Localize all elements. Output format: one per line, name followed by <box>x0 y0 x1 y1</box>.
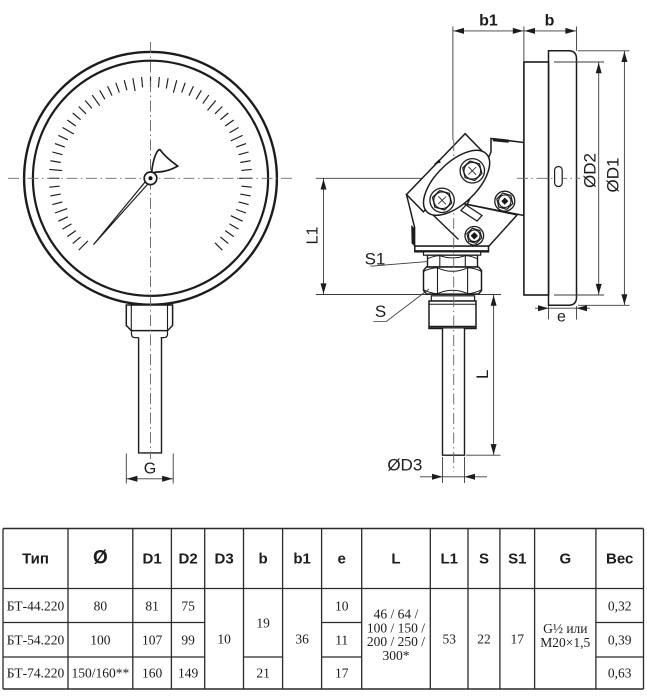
svg-text:S: S <box>375 302 386 321</box>
svg-text:b1: b1 <box>293 551 311 568</box>
svg-text:107: 107 <box>142 632 163 647</box>
svg-text:G: G <box>144 461 156 478</box>
svg-text:19: 19 <box>256 615 270 630</box>
svg-text:46 / 64 /: 46 / 64 / <box>374 607 419 622</box>
svg-text:22: 22 <box>477 631 491 646</box>
svg-text:ØD2: ØD2 <box>581 153 600 188</box>
svg-text:S1: S1 <box>508 551 526 568</box>
svg-text:10: 10 <box>217 631 231 646</box>
svg-text:БТ-54.220: БТ-54.220 <box>7 632 65 647</box>
svg-text:e: e <box>557 309 566 326</box>
svg-text:b: b <box>259 551 268 568</box>
svg-text:36: 36 <box>295 631 309 646</box>
svg-text:Тип: Тип <box>22 551 49 568</box>
svg-text:21: 21 <box>256 666 270 681</box>
svg-text:e: e <box>338 551 346 568</box>
svg-text:ØD3: ØD3 <box>387 455 422 474</box>
svg-text:S1: S1 <box>365 249 386 268</box>
svg-text:D3: D3 <box>215 551 234 568</box>
svg-text:75: 75 <box>181 599 195 614</box>
svg-text:М20×1,5: М20×1,5 <box>540 635 590 650</box>
svg-text:11: 11 <box>335 632 348 647</box>
svg-text:L: L <box>391 551 400 568</box>
svg-text:149: 149 <box>178 666 199 681</box>
svg-text:80: 80 <box>94 599 108 614</box>
svg-text:99: 99 <box>181 632 195 647</box>
svg-text:53: 53 <box>442 631 456 646</box>
svg-text:300*: 300* <box>383 648 410 663</box>
svg-text:81: 81 <box>145 599 159 614</box>
svg-text:100 / 150 /: 100 / 150 / <box>367 620 425 635</box>
svg-text:0,39: 0,39 <box>608 632 632 647</box>
svg-text:b: b <box>545 12 555 29</box>
svg-text:150/160**: 150/160** <box>72 666 130 681</box>
svg-text:G: G <box>559 551 571 568</box>
svg-text:D1: D1 <box>143 551 162 568</box>
svg-text:0,63: 0,63 <box>608 666 632 681</box>
svg-text:200 / 250 /: 200 / 250 / <box>367 634 425 649</box>
svg-text:160: 160 <box>142 666 163 681</box>
svg-text:17: 17 <box>511 631 525 646</box>
svg-text:Вес: Вес <box>606 551 633 568</box>
svg-text:Ø: Ø <box>93 548 108 569</box>
svg-text:100: 100 <box>90 632 111 647</box>
svg-text:0,32: 0,32 <box>608 599 632 614</box>
svg-text:b1: b1 <box>479 12 498 29</box>
svg-text:D2: D2 <box>179 551 198 568</box>
svg-text:L1: L1 <box>305 227 322 245</box>
svg-text:10: 10 <box>335 599 349 614</box>
svg-text:S: S <box>479 551 489 568</box>
svg-text:G½ или: G½ или <box>543 621 587 636</box>
svg-text:ØD1: ØD1 <box>604 158 623 193</box>
svg-text:БТ-44.220: БТ-44.220 <box>7 599 65 614</box>
svg-text:L: L <box>473 370 492 379</box>
svg-text:17: 17 <box>335 666 349 681</box>
svg-text:БТ-74.220: БТ-74.220 <box>7 666 65 681</box>
svg-text:L1: L1 <box>440 551 458 568</box>
